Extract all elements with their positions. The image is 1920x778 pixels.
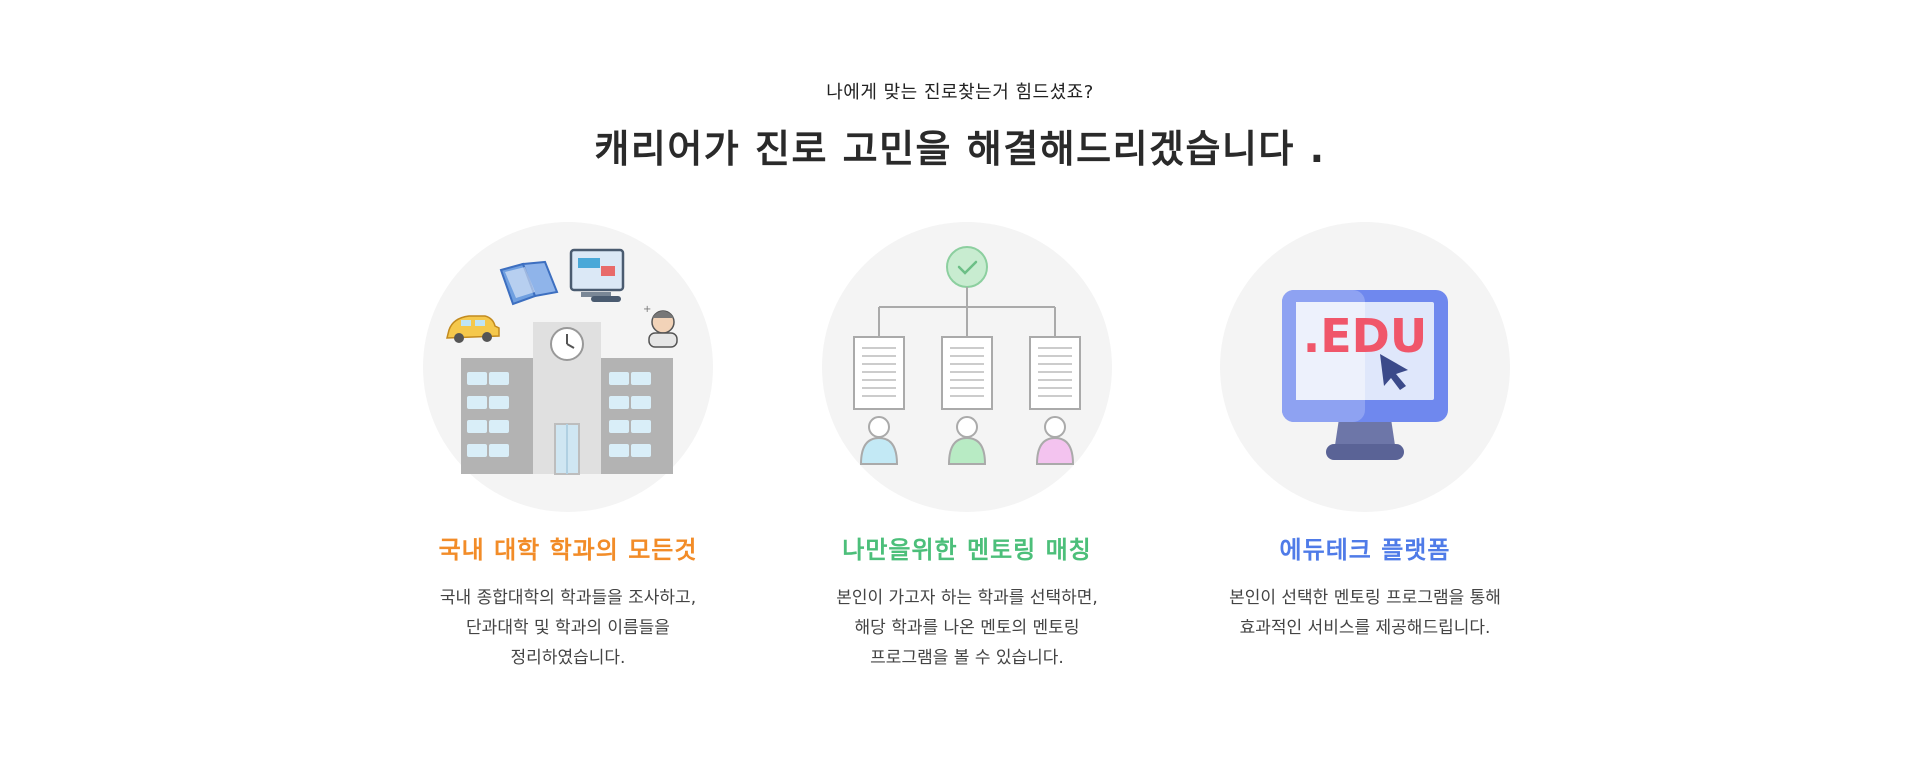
mentoring-illustration bbox=[822, 222, 1112, 512]
window-pane bbox=[609, 372, 629, 385]
edutech-illustration: .EDU bbox=[1220, 222, 1510, 512]
edu-text: .EDU bbox=[1303, 309, 1427, 363]
desktop-computer-icon bbox=[569, 248, 625, 302]
window-pane bbox=[631, 372, 651, 385]
window-pane bbox=[489, 372, 509, 385]
window-pane bbox=[609, 396, 629, 409]
feature-card-mentoring: 나만을위한 멘토링 매칭 본인이 가고자 하는 학과를 선택하면, 해당 학과를… bbox=[817, 222, 1117, 673]
document-icons bbox=[853, 336, 1081, 410]
document-sheet bbox=[941, 336, 993, 410]
school-building-icon: + bbox=[446, 248, 678, 475]
mentor-person-icon bbox=[859, 416, 899, 465]
window-pane bbox=[609, 444, 629, 457]
window-pane bbox=[489, 420, 509, 433]
edu-monitor-icon: .EDU bbox=[1282, 290, 1448, 460]
card-title: 에듀테크 플랫폼 bbox=[1279, 536, 1451, 564]
window-pane bbox=[467, 396, 487, 409]
card-description: 본인이 선택한 멘토링 프로그램을 통해 효과적인 서비스를 제공해드립니다. bbox=[1215, 583, 1515, 643]
window-pane bbox=[467, 420, 487, 433]
card-description: 국내 종합대학의 학과들을 조사하고, 단과대학 및 학과의 이름들을 정리하였… bbox=[418, 583, 718, 673]
card-desc-line: 프로그램을 볼 수 있습니다. bbox=[870, 648, 1064, 668]
card-desc-line: 해당 학과를 나온 멘토의 멘토링 bbox=[854, 618, 1080, 638]
card-desc-line: 본인이 선택한 멘토링 프로그램을 통해 bbox=[1229, 588, 1501, 608]
student-avatar-icon: + bbox=[643, 304, 678, 348]
cursor-icon bbox=[1380, 354, 1408, 390]
card-desc-line: 국내 종합대학의 학과들을 조사하고, bbox=[439, 588, 697, 608]
card-description: 본인이 가고자 하는 학과를 선택하면, 해당 학과를 나온 멘토의 멘토링 프… bbox=[817, 583, 1117, 673]
card-title: 국내 대학 학과의 모든것 bbox=[438, 536, 698, 564]
mentor-person-icon bbox=[1035, 416, 1075, 465]
book-icon bbox=[499, 260, 559, 306]
section-headline: 캐리어가 진로 고민을 해결해드리겠습니다 . bbox=[594, 127, 1326, 171]
feature-card-edutech: .EDU 에듀테크 플랫폼 본인이 선택한 멘토링 프로그램을 통해 효과적인 … bbox=[1215, 222, 1515, 643]
card-desc-line: 단과대학 및 학과의 이름들을 bbox=[466, 618, 670, 638]
window-pane bbox=[489, 396, 509, 409]
building-windows bbox=[467, 372, 651, 457]
mentor-person-icon bbox=[947, 416, 987, 465]
window-pane bbox=[489, 444, 509, 457]
window-pane bbox=[467, 444, 487, 457]
window-pane bbox=[631, 396, 651, 409]
university-illustration: + bbox=[423, 222, 713, 512]
org-chart-icon bbox=[853, 246, 1081, 465]
feature-card-university: + 국내 대학 학과의 모든것 국내 종합대학의 학과들을 조사하고, bbox=[418, 222, 718, 673]
document-sheet bbox=[853, 336, 905, 410]
svg-text:+: + bbox=[643, 304, 651, 315]
card-desc-line: 본인이 가고자 하는 학과를 선택하면, bbox=[836, 588, 1098, 608]
window-pane bbox=[467, 372, 487, 385]
card-desc-line: 효과적인 서비스를 제공해드립니다. bbox=[1239, 618, 1491, 638]
window-pane bbox=[631, 420, 651, 433]
card-title: 나만을위한 멘토링 매칭 bbox=[842, 536, 1092, 564]
window-pane bbox=[609, 420, 629, 433]
check-icon bbox=[946, 246, 988, 288]
section-subtitle: 나에게 맞는 진로찾는거 힘드셨죠? bbox=[826, 82, 1094, 103]
card-desc-line: 정리하였습니다. bbox=[510, 648, 626, 668]
car-icon bbox=[446, 315, 500, 343]
window-pane bbox=[631, 444, 651, 457]
document-sheet bbox=[1029, 336, 1081, 410]
